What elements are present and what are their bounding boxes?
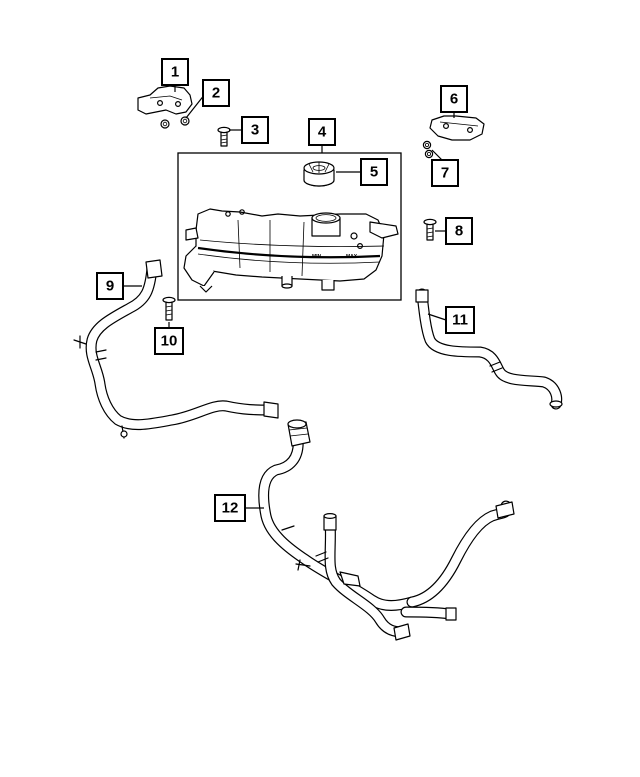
callout-12-label: 12 bbox=[222, 500, 239, 517]
reservoir-assembly-frame bbox=[177, 152, 402, 301]
bolt-part-8 bbox=[423, 218, 437, 241]
callout-11: 11 bbox=[445, 306, 475, 334]
callout-5-label: 5 bbox=[370, 164, 378, 181]
callout-10-label: 10 bbox=[161, 333, 178, 350]
callout-5: 5 bbox=[360, 158, 388, 186]
callout-2: 2 bbox=[202, 79, 230, 107]
callout-3: 3 bbox=[241, 116, 269, 144]
hose-part-11 bbox=[415, 288, 563, 410]
callout-1: 1 bbox=[161, 58, 189, 86]
callout-1-label: 1 bbox=[171, 64, 179, 81]
bolt-part-3 bbox=[217, 126, 231, 147]
coolant-reservoir-tank: MIN MAX bbox=[183, 208, 399, 293]
bolt-part-10 bbox=[162, 296, 176, 321]
callout-4-label: 4 bbox=[318, 124, 327, 141]
callout-6-label: 6 bbox=[450, 91, 458, 108]
callout-9-label: 9 bbox=[106, 278, 114, 295]
tank-min-mark: MIN bbox=[312, 254, 322, 260]
callout-2-label: 2 bbox=[212, 85, 220, 102]
bracket-part-6 bbox=[429, 115, 485, 141]
callout-10: 10 bbox=[154, 327, 184, 355]
callout-7-label: 7 bbox=[441, 165, 449, 182]
callout-4: 4 bbox=[308, 118, 336, 146]
hose-part-9 bbox=[73, 259, 279, 439]
nut-part-7 bbox=[422, 140, 434, 159]
bracket-part-1 bbox=[137, 85, 193, 115]
callout-6: 6 bbox=[440, 85, 468, 113]
callout-8-label: 8 bbox=[455, 223, 463, 240]
cap-part-5 bbox=[303, 161, 335, 187]
callout-9: 9 bbox=[96, 272, 124, 300]
callout-3-label: 3 bbox=[251, 122, 259, 139]
callout-7: 7 bbox=[431, 159, 459, 187]
hose-assembly-part-12 bbox=[258, 419, 515, 641]
leader-lines bbox=[122, 85, 455, 509]
nut-part-2 bbox=[160, 116, 190, 129]
callout-11-label: 11 bbox=[452, 312, 468, 329]
callout-8: 8 bbox=[445, 217, 473, 245]
tank-max-mark: MAX bbox=[346, 254, 358, 260]
callout-12: 12 bbox=[214, 494, 246, 522]
